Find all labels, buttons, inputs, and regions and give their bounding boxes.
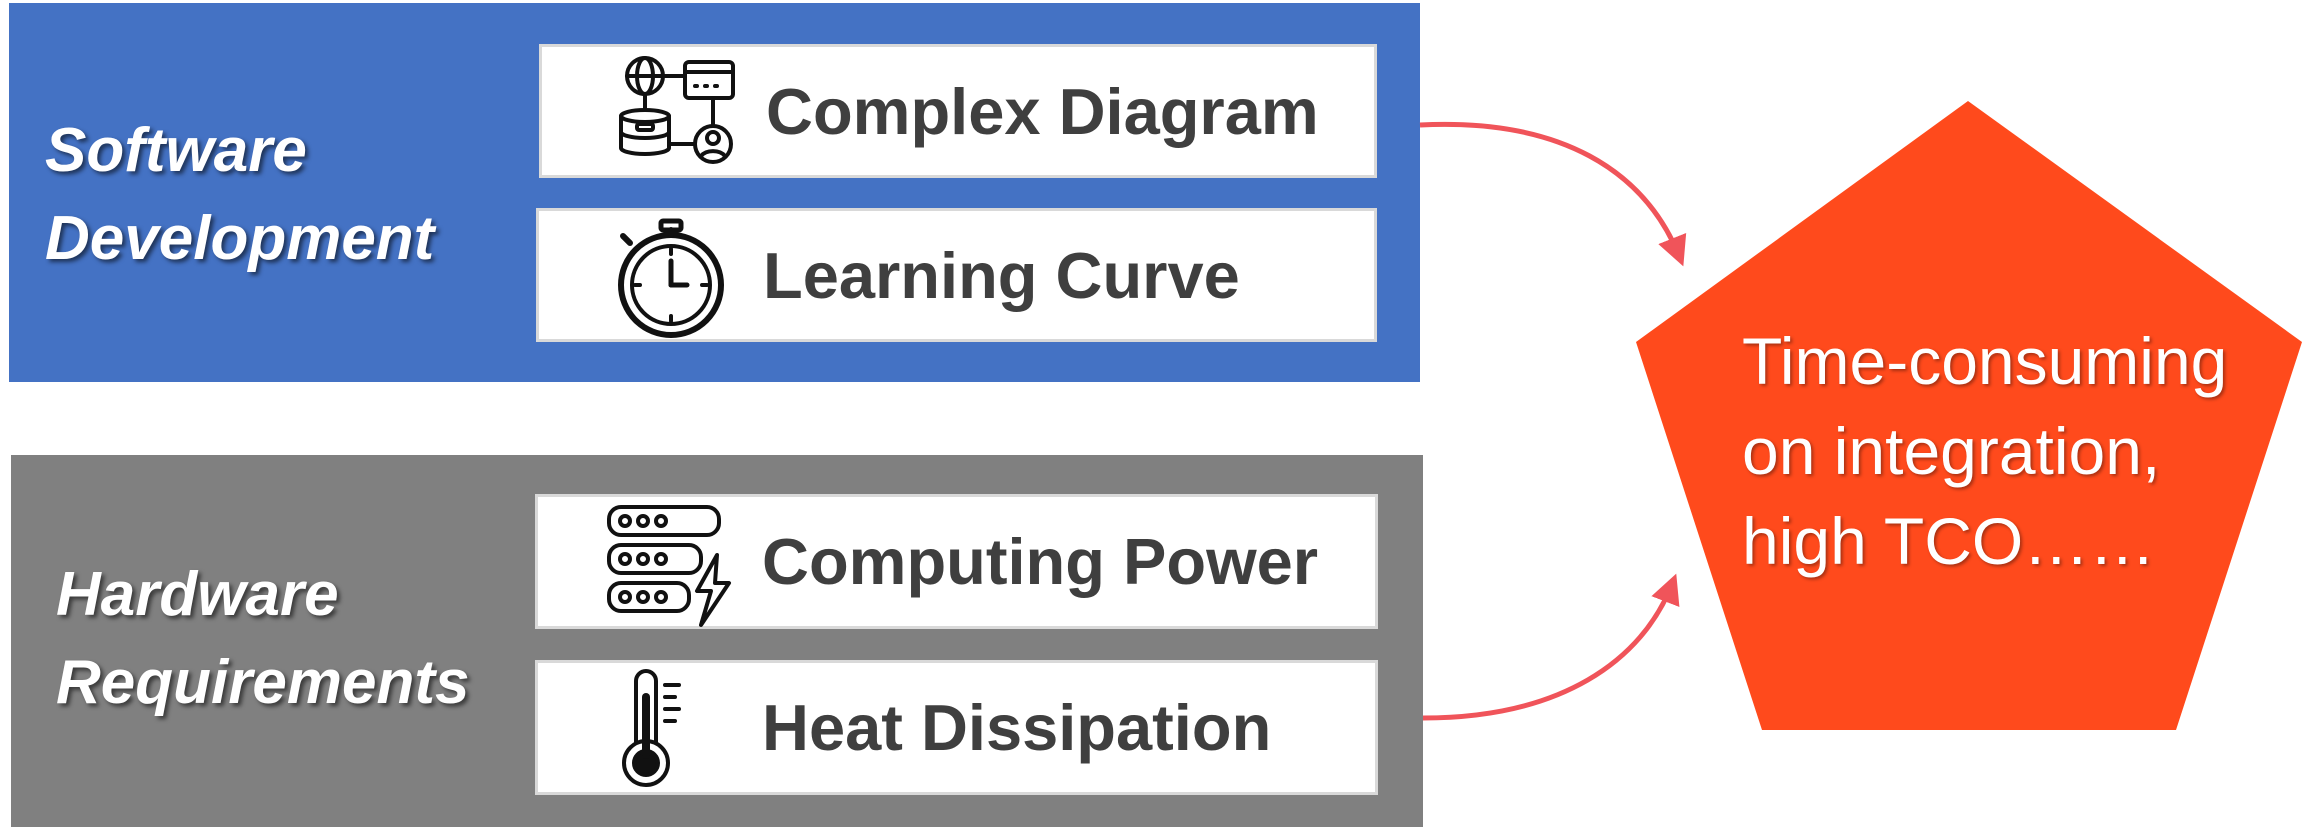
software-development-panel: Software Development Complex Diagram [9,3,1420,382]
thermometer-icon [622,669,681,787]
heat-dissipation-card: Heat Dissipation [535,660,1378,795]
software-development-title: Software Development [45,116,435,273]
computing-power-label: Computing Power [762,525,1319,598]
complex-diagram-label: Complex Diagram [766,74,1319,148]
complex-diagram-card: Complex Diagram [539,44,1377,178]
heat-dissipation-label: Heat Dissipation [762,691,1272,764]
server-power-icon [607,505,731,627]
computing-power-card: Computing Power [535,494,1378,629]
hardware-to-outcome-arrow [1422,573,1680,721]
stopwatch-icon [618,218,724,338]
hardware-requirements-title: Hardware Requirements [56,560,470,717]
outcome-text: Time-consuming on integration, high TCO…… [1742,324,2228,578]
workflow-diagram-icon [619,56,735,164]
software-to-outcome-arrow [1419,121,1687,267]
outcome-pentagon [1636,101,2302,730]
hardware-requirements-panel: Hardware Requirements Computing Power He… [11,455,1423,827]
learning-curve-label: Learning Curve [763,238,1240,312]
learning-curve-card: Learning Curve [536,208,1377,342]
